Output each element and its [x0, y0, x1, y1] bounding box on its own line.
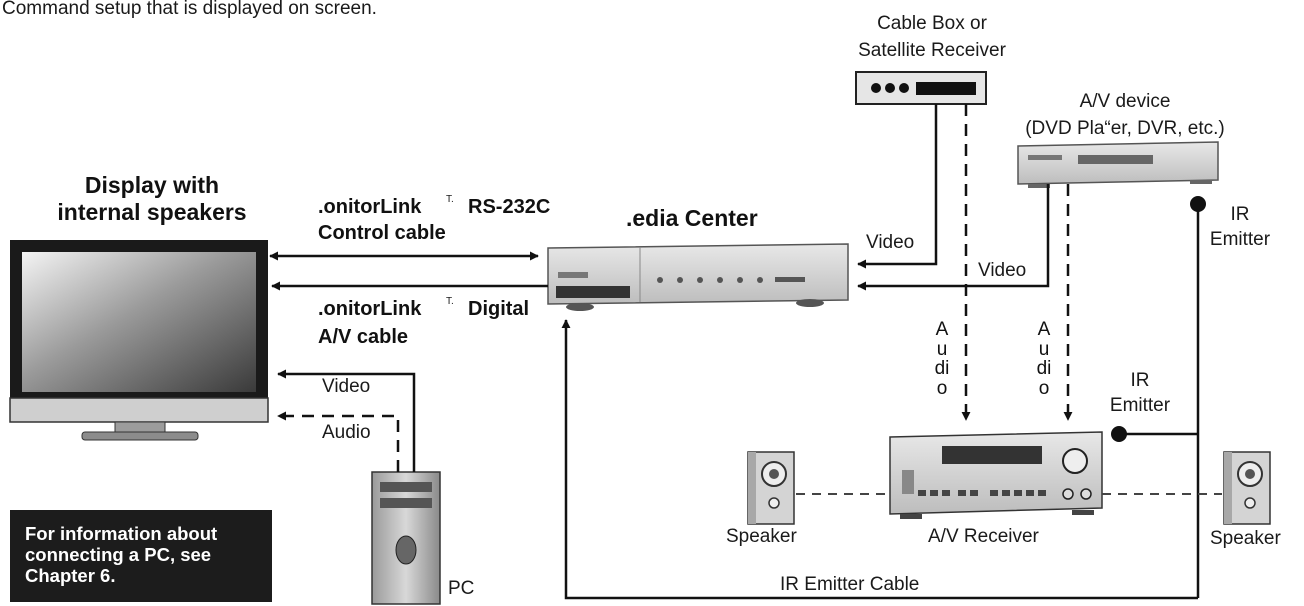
connection-lines	[269, 104, 1200, 600]
pc-video-label: Video	[322, 376, 371, 397]
pc-info-note: For information about connecting a PC, s…	[10, 510, 272, 602]
media-center-graphic	[547, 243, 849, 311]
ir-emitter-top-label: IR Emitter	[1209, 204, 1271, 250]
rs232-trademark: T.	[446, 194, 454, 205]
cable-box-label: Cable Box or Satellite Receiver	[858, 13, 1006, 61]
pc-tower-graphic	[371, 471, 441, 605]
speaker-left-graphic	[747, 451, 795, 525]
rs232-cable-label-line1b: RS-232C	[468, 196, 551, 218]
av-receiver-label: A/V Receiver	[928, 526, 1039, 547]
ir-emitter-dot-top	[1190, 196, 1206, 212]
ir-emitter-cable-label: IR Emitter Cable	[780, 574, 920, 595]
digital-cable-label-line2: A/V cable	[318, 326, 409, 348]
digital-trademark: T.	[446, 296, 454, 307]
digital-cable-label-line1: .onitorLink	[318, 298, 422, 320]
audio-label-av-device: Audio	[1036, 319, 1052, 399]
media-center-label: .edia Center	[626, 205, 758, 231]
pc-label: PC	[448, 578, 475, 599]
display-tv-graphic	[9, 240, 269, 441]
rs232-cable-label-line1: .onitorLink	[318, 196, 422, 218]
digital-cable-label-line1b: Digital	[468, 298, 530, 320]
dashed-audio-lines	[277, 104, 1073, 472]
cable-box-video-label: Video	[866, 232, 915, 253]
ir-emitter-receiver-label: IR Emitter	[1109, 370, 1171, 416]
speaker-right-graphic	[1223, 451, 1271, 525]
intro-text: Command setup that is displayed on scree…	[2, 0, 377, 19]
av-device-label: A/V device (DVD Pla“er, DVR, etc.)	[1025, 91, 1225, 139]
av-device-graphic	[1017, 141, 1219, 188]
pc-audio-label: Audio	[322, 422, 371, 443]
ir-emitter-dot-receiver	[1111, 426, 1127, 442]
av-receiver-graphic	[889, 431, 1103, 519]
speaker-left-label: Speaker	[726, 526, 797, 547]
av-device-video-label: Video	[978, 260, 1027, 281]
rs232-cable-label-line2: Control cable	[318, 222, 446, 244]
speaker-right-label: Speaker	[1210, 528, 1281, 549]
audio-label-cable-box: Audio	[934, 319, 950, 399]
display-label: Display with internal speakers	[57, 172, 247, 225]
cable-box-graphic	[855, 71, 987, 105]
